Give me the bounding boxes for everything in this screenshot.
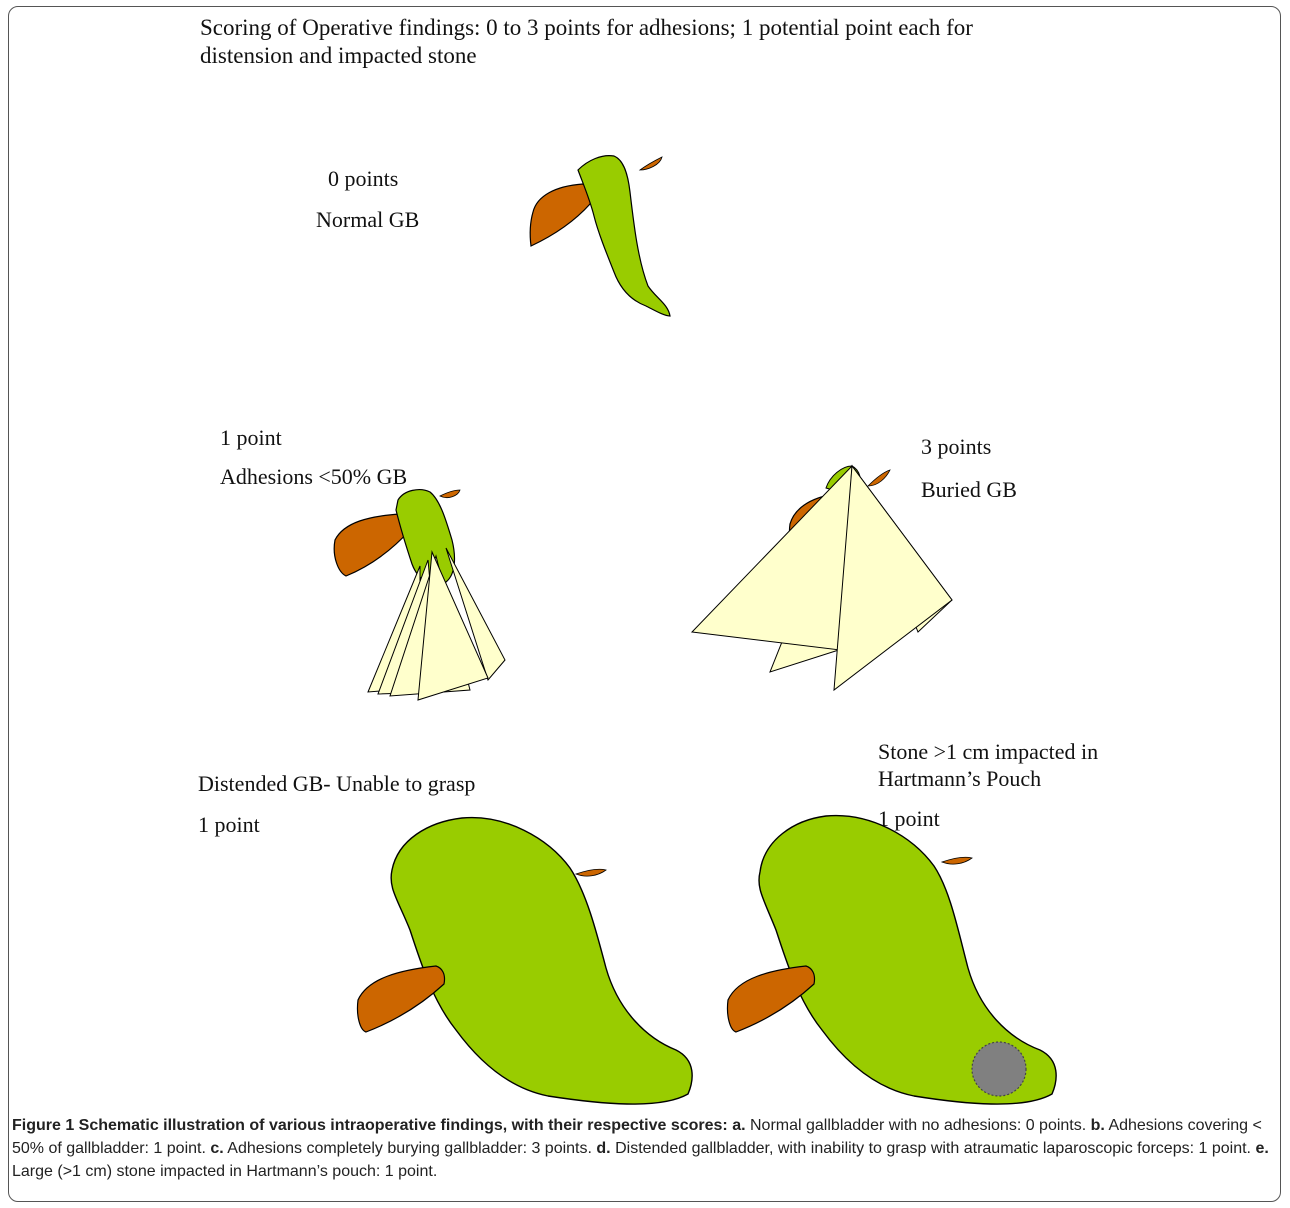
panel-d-gallbladder xyxy=(391,818,692,1104)
figure-caption: Figure 1 Schematic illustration of vario… xyxy=(12,1114,1274,1183)
panel-a-illustration xyxy=(530,156,670,316)
panel-b-illustration xyxy=(334,490,505,700)
panel-d-liver-lobe xyxy=(357,966,444,1032)
panel-e-stone xyxy=(972,1042,1026,1096)
caption-item-letter: a. xyxy=(732,1117,745,1134)
panel-a-duct xyxy=(640,157,662,170)
caption-item-text: Distended gallbladder, with inability to… xyxy=(615,1140,1251,1157)
panel-b-duct xyxy=(440,490,460,498)
caption-item-text: Large (>1 cm) stone impacted in Hartmann… xyxy=(12,1163,437,1180)
caption-item-text: Adhesions completely burying gallbladder… xyxy=(227,1140,592,1157)
panel-a-gallbladder xyxy=(578,156,670,316)
panel-c-adhesion-sheet xyxy=(834,466,952,690)
caption-item-letter: d. xyxy=(596,1140,610,1157)
panel-c-illustration xyxy=(692,466,952,690)
caption-item-letter: e. xyxy=(1255,1140,1268,1157)
panel-e-illustration xyxy=(727,816,1056,1104)
panel-c-duct xyxy=(868,470,890,486)
caption-item-letter: b. xyxy=(1091,1117,1105,1134)
caption-title: Figure 1 Schematic illustration of vario… xyxy=(12,1117,728,1134)
caption-item-letter: c. xyxy=(210,1140,223,1157)
panel-a-liver-lobe xyxy=(530,184,591,246)
panel-e-duct xyxy=(942,857,972,864)
panel-c-adhesion-sheet xyxy=(692,466,852,650)
panel-e-liver-lobe xyxy=(727,966,814,1032)
caption-item-text: Normal gallbladder with no adhesions: 0 … xyxy=(750,1117,1086,1134)
panel-d-illustration xyxy=(357,818,692,1104)
panel-d-duct xyxy=(576,869,606,876)
